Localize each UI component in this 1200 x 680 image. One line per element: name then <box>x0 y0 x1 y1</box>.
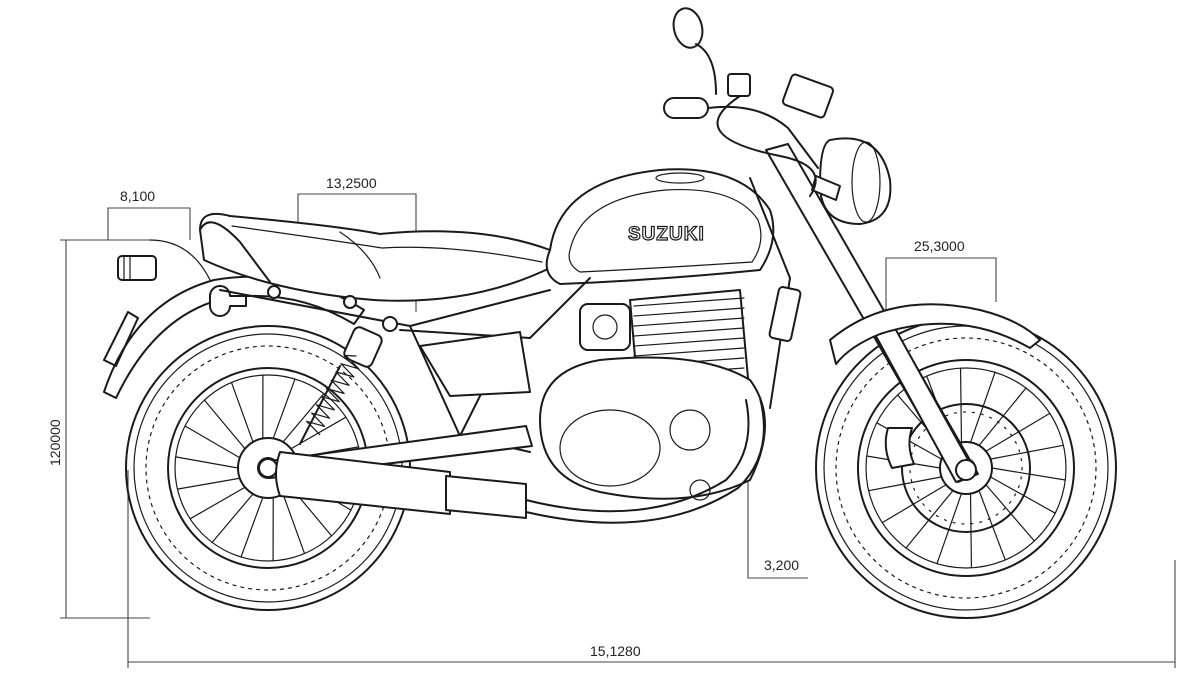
height-label: 120000 <box>47 419 63 466</box>
front-spoke <box>961 368 962 442</box>
front-spoke <box>986 413 1050 451</box>
rear-spoke <box>212 494 253 542</box>
shock-reservoir <box>342 325 383 368</box>
front-spoke <box>971 372 996 442</box>
rear-spoke <box>283 394 324 442</box>
front-spoke <box>979 491 1005 560</box>
rear-spoke <box>231 382 253 442</box>
rear-spoke <box>241 498 263 557</box>
mirror-stem <box>696 44 716 94</box>
rear-spoke <box>273 379 295 438</box>
seat-length-label: 13,2500 <box>326 175 377 191</box>
rear-overhang-label: 8,100 <box>120 188 155 204</box>
speedometer <box>782 73 834 118</box>
front-spoke <box>986 485 1034 541</box>
rear-spoke <box>176 457 238 468</box>
oil-cooler <box>769 286 801 341</box>
front-fender-label: 25,3000 <box>914 238 965 254</box>
brand-logo: SUZUKI <box>628 224 705 245</box>
ground-clearance-label: 3,200 <box>764 557 799 573</box>
rear-spoke <box>185 426 240 458</box>
rear-spoke <box>177 478 239 489</box>
rear-shock <box>300 325 384 444</box>
mirror-glass <box>670 5 707 51</box>
front-spoke <box>971 494 972 568</box>
mirror <box>670 5 716 94</box>
handlebar-grip <box>664 98 708 118</box>
carburettor <box>580 304 630 350</box>
fork-slider <box>866 312 976 482</box>
shock-spring <box>307 356 359 435</box>
fuel-tank: SUZUKI <box>547 169 774 284</box>
brake-caliper <box>886 428 914 468</box>
front-spoke <box>937 494 962 564</box>
rear-overhang-bracket <box>108 208 190 240</box>
length-label: 15,1280 <box>590 643 641 659</box>
engine <box>540 286 801 500</box>
rear-spoke <box>283 494 305 554</box>
muffler <box>276 452 450 514</box>
front-spoke <box>990 477 1055 513</box>
